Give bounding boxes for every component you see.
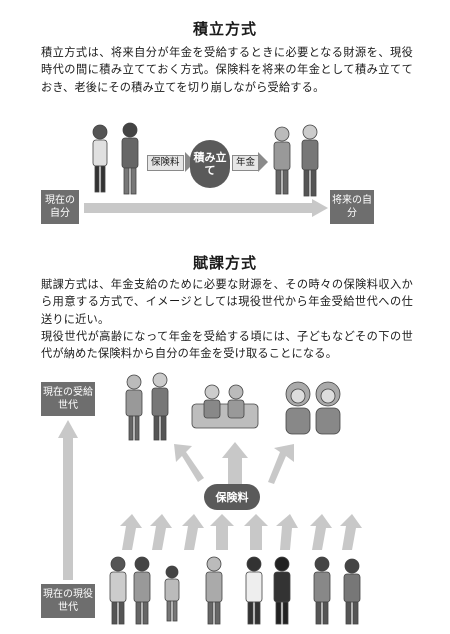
section1-title: 積立方式	[192, 20, 257, 38]
reserve-circle: 積み立て	[190, 140, 230, 188]
premium-tag-1: 保険料	[147, 155, 184, 171]
young-couple-illustration	[92, 122, 139, 195]
distribution-arrows	[174, 442, 294, 484]
workers-row-illustration	[109, 556, 361, 625]
timeline-arrow	[84, 199, 328, 217]
elderly-group-1-illustration	[125, 372, 169, 441]
contribution-arrows	[120, 514, 362, 550]
section1-paragraph: 積立方式は、将来自分が年金を受給するときに必要となる財源を、現役時代の間に積み立…	[41, 46, 413, 94]
generation-up-arrow	[58, 420, 78, 580]
section2-paragraph-1: 賦課方式は、年金支給のために必要な財源を、その時々の保険料収入から用意する方式で…	[41, 278, 413, 326]
current-self-box: 現在の自分	[41, 190, 79, 224]
future-self-box: 将来の自分	[330, 190, 374, 224]
current-workers-box: 現在の現役世代	[41, 584, 95, 618]
premium-pill: 保険料	[204, 484, 260, 510]
section2-title: 賦課方式	[192, 254, 257, 272]
current-recipients-box: 現在の受給世代	[41, 382, 95, 416]
elderly-group-3-illustration	[285, 381, 341, 435]
arrow-pension	[258, 152, 268, 172]
section2-paragraph-2: 現役世代が高齢になって年金を受給する頃には、子どもなどその下の世代が納めた保険料…	[41, 330, 413, 361]
elderly-group-2-illustration	[191, 384, 259, 429]
elderly-couple-illustration	[273, 124, 319, 197]
